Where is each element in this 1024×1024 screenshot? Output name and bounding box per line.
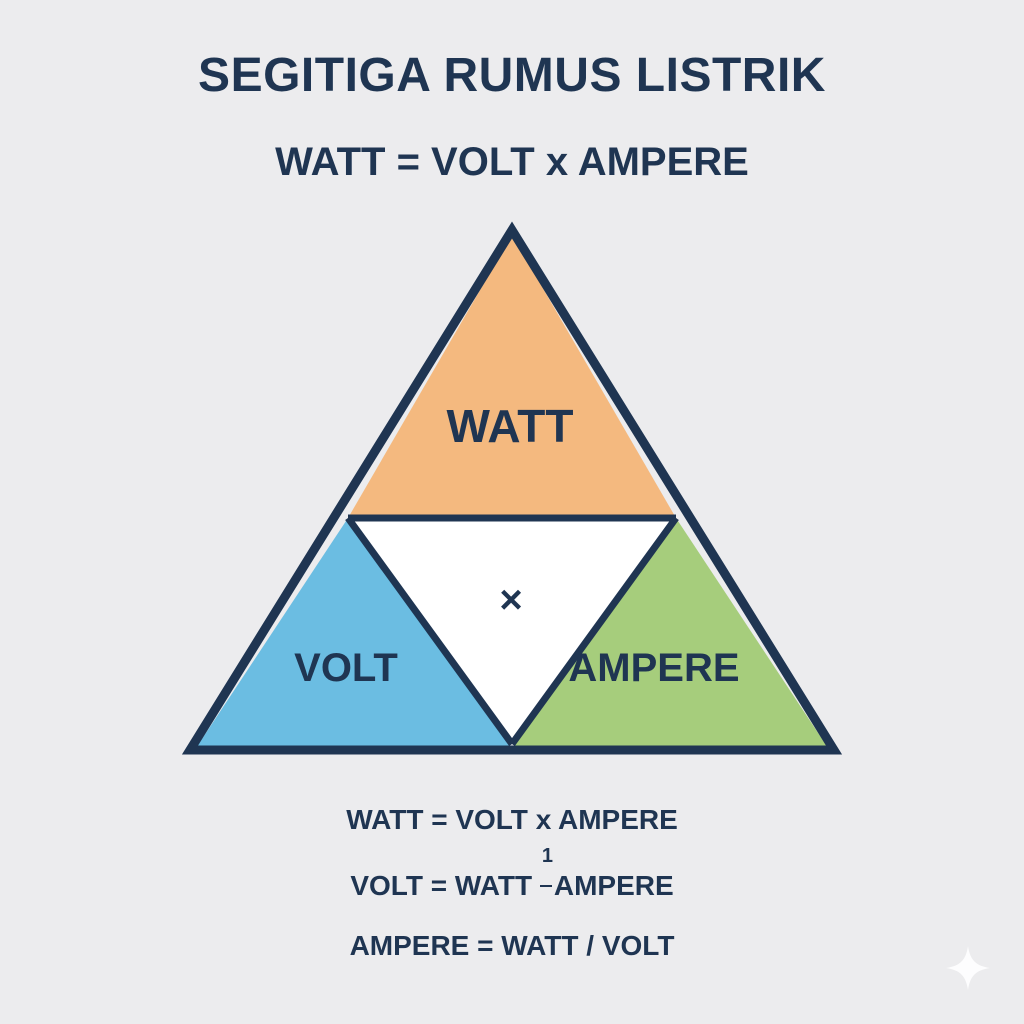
fraction-mark: 1: [539, 846, 554, 900]
formula-volt-right: AMPERE: [553, 870, 674, 901]
formula-volt-left: VOLT = WATT: [350, 870, 533, 901]
triangle-top-section: [348, 235, 676, 518]
triangle-label-watt: WATT: [447, 400, 574, 452]
triangle-label-ampere: AMPERE: [568, 646, 739, 690]
multiply-symbol: ×: [499, 578, 522, 622]
formula-volt: VOLT = WATT 1 AMPERE: [0, 846, 1024, 901]
triangle-divider-left: [345, 515, 515, 747]
triangle-divider-right: [509, 515, 679, 747]
triangle-label-volt: VOLT: [294, 646, 398, 690]
page-title: SEGITIGA RUMUS LISTRIK: [198, 49, 826, 102]
triangle-right-section: [512, 518, 828, 748]
triangle-outline: [181, 221, 843, 755]
formula-ampere: AMPERE = WATT / VOLT: [349, 930, 675, 961]
triangle-left-section: [196, 518, 512, 748]
fraction-numerator: 1: [541, 845, 553, 867]
page-subtitle: WATT = VOLT x AMPERE: [275, 140, 749, 184]
fraction-bar: [539, 885, 552, 887]
sparkle-icon: [946, 946, 990, 990]
formula-watt: WATT = VOLT x AMPERE: [346, 804, 678, 835]
triangle-center-section: [348, 518, 676, 742]
